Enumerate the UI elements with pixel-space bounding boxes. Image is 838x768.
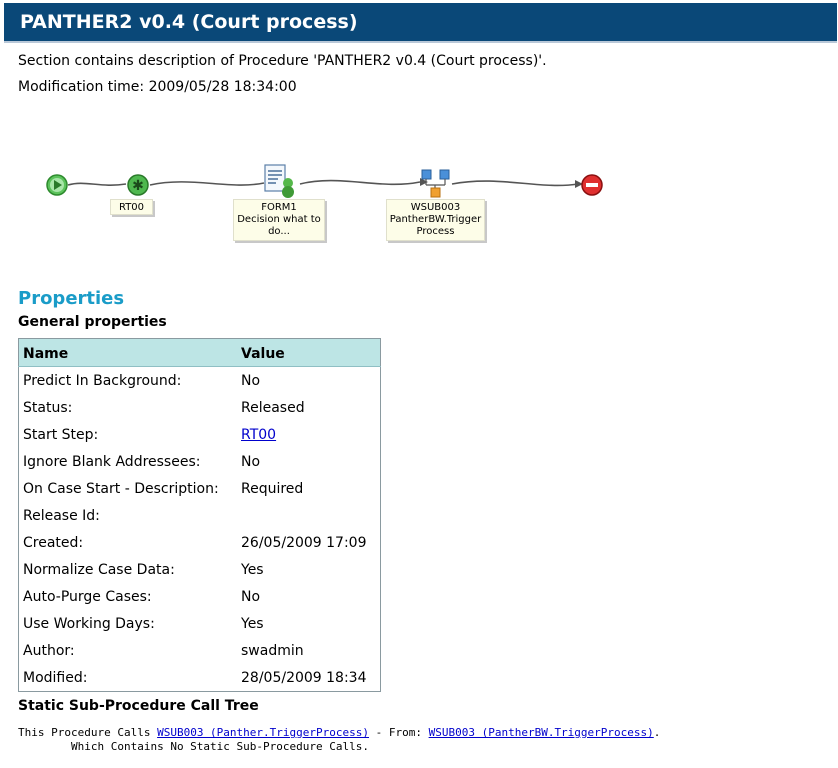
called-procedure-link[interactable]: WSUB003 (Panther.TriggerProcess) [157, 726, 369, 739]
property-name: Auto-Purge Cases: [23, 588, 152, 605]
form1-label-line1: FORM1 [261, 202, 297, 213]
call-tree-second-line: Which Contains No Static Sub-Procedure C… [18, 740, 369, 753]
table-row: Created: 26/05/2009 17:09 [19, 529, 381, 556]
page-header: PANTHER2 v0.4 (Court process) [4, 3, 837, 43]
property-value: swadmin [241, 642, 304, 659]
table-header-row: Name Value [18, 338, 381, 367]
form1-label-line2: Decision what to [237, 214, 321, 225]
from-step-link[interactable]: WSUB003 (PantherBW.TriggerProcess) [428, 726, 654, 739]
property-name: Author: [23, 642, 75, 659]
table-row: Author: swadmin [19, 637, 381, 664]
property-name: Normalize Case Data: [23, 561, 175, 578]
rt00-label-text: RT00 [118, 202, 145, 213]
property-value: Yes [241, 615, 264, 632]
modification-time: Modification time: 2009/05/28 18:34:00 [18, 79, 297, 95]
property-name: On Case Start - Description: [23, 480, 219, 497]
property-name: Predict In Background: [23, 372, 182, 389]
column-header-name: Name [18, 338, 237, 367]
arrowhead-wsub003 [420, 178, 428, 186]
wsub003-label-line3: Process [416, 226, 455, 237]
property-name: Start Step: [23, 426, 99, 443]
form1-label-line3: do... [268, 226, 290, 237]
call-tree-text: This Procedure Calls WSUB003 (Panther.Tr… [18, 726, 660, 754]
call-tree-prefix: This Procedure Calls [18, 726, 158, 739]
properties-heading: Properties [18, 288, 125, 309]
svg-text:✱: ✱ [132, 178, 144, 194]
property-value: RT00 [237, 421, 381, 448]
table-row: On Case Start - Description: Required [19, 475, 381, 502]
call-tree-heading: Static Sub-Procedure Call Tree [18, 698, 259, 714]
general-properties-table: Name Value Predict In Background: No Sta… [18, 338, 381, 692]
table-row: Normalize Case Data: Yes [19, 556, 381, 583]
rt00-label[interactable]: RT00 [110, 199, 153, 215]
property-value [237, 502, 381, 529]
procedure-flow-diagram: ✱ RT00 FORM1 Decision what to do... WSUB… [0, 140, 640, 260]
property-value: Released [241, 399, 305, 416]
property-value: Required [241, 480, 304, 497]
table-row: Release Id: [19, 502, 381, 529]
table-row: Auto-Purge Cases: No [19, 583, 381, 610]
property-value: 28/05/2009 18:34 [241, 669, 367, 686]
form1-label[interactable]: FORM1 Decision what to do... [233, 199, 325, 241]
flow-connectors [67, 178, 583, 188]
property-name: Ignore Blank Addressees: [23, 453, 201, 470]
wsub003-label-line2: PantherBW.Trigger [389, 214, 482, 225]
property-name: Use Working Days: [23, 615, 155, 632]
property-name: Created: [23, 534, 84, 551]
connector-start-rt00 [67, 182, 127, 186]
table-row: Status: Released [19, 394, 381, 421]
page-title: PANTHER2 v0.4 (Court process) [20, 11, 358, 33]
property-value: Yes [241, 561, 264, 578]
call-tree-from: - From: [369, 726, 429, 739]
general-properties-heading: General properties [18, 314, 167, 330]
wsub003-label-line1: WSUB003 [410, 202, 461, 213]
table-row: Use Working Days: Yes [19, 610, 381, 637]
property-value: No [241, 453, 261, 470]
start-step-link[interactable]: RT00 [241, 426, 277, 443]
connector-rt00-form1 [149, 181, 265, 186]
property-value: 26/05/2009 17:09 [241, 534, 367, 551]
property-name: Status: [23, 399, 73, 416]
table-row: Ignore Blank Addressees: No [19, 448, 381, 475]
table-row: Modified: 28/05/2009 18:34 [19, 664, 381, 692]
table-row: Predict In Background: No [19, 367, 381, 395]
form-step-icon[interactable] [262, 162, 298, 198]
table-row: Start Step: RT00 [19, 421, 381, 448]
start-icon[interactable] [45, 173, 69, 197]
script-step-icon[interactable]: ✱ [126, 173, 150, 197]
stop-icon[interactable] [580, 173, 604, 197]
column-header-value: Value [237, 338, 381, 367]
connector-wsub003-stop [451, 180, 579, 187]
property-value: No [241, 588, 261, 605]
wsub003-label[interactable]: WSUB003 PantherBW.Trigger Process [386, 199, 485, 241]
property-name: Release Id: [23, 507, 100, 524]
procedure-description: Section contains description of Procedur… [18, 53, 547, 69]
arrowhead-stop [575, 180, 583, 188]
property-name: Modified: [23, 669, 88, 686]
sub-procedure-icon[interactable] [420, 168, 454, 198]
connector-form1-wsub003 [299, 179, 421, 186]
call-tree-suffix: . [653, 726, 661, 739]
property-value: No [241, 372, 261, 389]
